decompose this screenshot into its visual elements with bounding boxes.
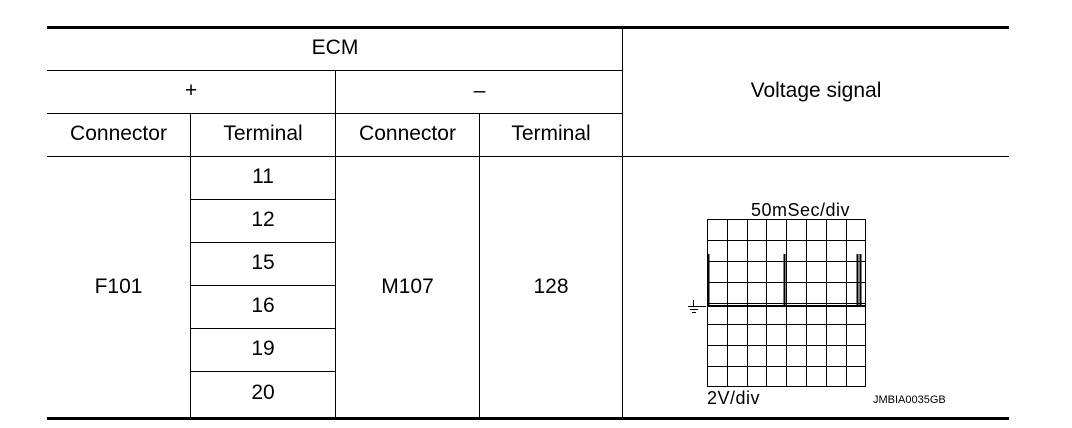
- voltage-scale-label: 2V/div: [707, 388, 761, 408]
- ecm-header: ECM: [311, 36, 359, 59]
- oscilloscope-waveform: [688, 219, 866, 387]
- plus-terminal-cell: 12: [251, 208, 275, 231]
- column-divider-2: [335, 70, 336, 418]
- column-divider-4: [622, 28, 623, 418]
- terminal-divider-3: [191, 285, 336, 286]
- column-divider-1: [190, 113, 191, 418]
- column-divider-3: [479, 113, 480, 418]
- time-scale-label: 50mSec/div: [751, 200, 851, 220]
- terminal-divider-2: [191, 242, 336, 243]
- minus-connector-header: Connector: [359, 122, 456, 145]
- header-divider: [47, 156, 1009, 157]
- plus-connector-cell: F101: [94, 275, 143, 298]
- plus-connector-header: Connector: [70, 122, 167, 145]
- terminal-divider-1: [191, 199, 336, 200]
- ground-symbol-icon: [688, 300, 706, 313]
- minus-connector-cell: M107: [381, 275, 434, 298]
- minus-terminal-header: Terminal: [511, 122, 591, 145]
- plus-terminal-cell: 11: [252, 165, 274, 188]
- terminal-divider-5: [191, 371, 336, 372]
- signal-trace: [707, 254, 865, 307]
- bottom-border: [47, 417, 1009, 420]
- plus-header: +: [184, 79, 198, 102]
- minus-header: –: [473, 79, 486, 102]
- minus-terminal-cell: 128: [533, 275, 569, 298]
- top-border: [47, 26, 1009, 29]
- plus-terminal-cell: 20: [251, 381, 275, 404]
- voltage-signal-header: Voltage signal: [750, 79, 882, 102]
- plus-terminal-header: Terminal: [223, 122, 303, 145]
- figure-code: JMBIA0035GB: [873, 394, 946, 406]
- scope-grid: [707, 219, 866, 387]
- terminal-divider-4: [191, 328, 336, 329]
- plus-terminal-cell: 19: [251, 337, 275, 360]
- plus-terminal-cell: 15: [251, 251, 275, 274]
- plus-terminal-cell: 16: [251, 294, 275, 317]
